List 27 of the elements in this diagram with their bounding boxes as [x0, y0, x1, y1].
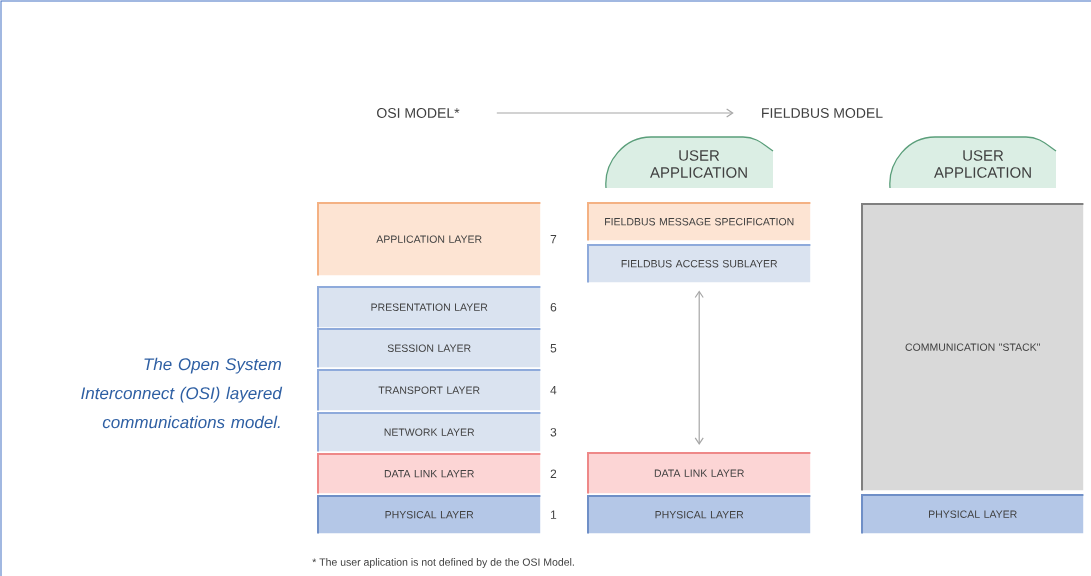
arrow [694, 290, 704, 445]
layer-box: DATA LINK LAYER [317, 453, 542, 495]
layer-number: 4 [550, 386, 557, 395]
layer-box: NETWORK LAYER [317, 412, 542, 453]
layer-number: 5 [550, 344, 557, 353]
arrow [496, 108, 734, 118]
node-label: PRESENTATION LAYER [371, 303, 488, 311]
layer-box: FIELDBUS ACCESS SUBLAYER [587, 244, 812, 284]
layer-box: APPLICATION LAYER [317, 202, 542, 277]
caption: The Open System Interconnect (OSI) layered communications model. [81, 357, 283, 429]
layer-box: TRANSPORT LAYER [317, 369, 542, 412]
layer-number: 1 [551, 510, 557, 519]
heading: FIELDBUS MODEL [762, 108, 883, 118]
layer-box: PRESENTATION LAYER [317, 286, 542, 329]
layer-box: PHYSICAL LAYER [861, 494, 1085, 535]
layer-box: DATA LINK LAYER [587, 452, 812, 495]
heading: OSI MODEL* [377, 108, 460, 118]
footnote: * The user aplication is not defined by de the OSI Model. [312, 558, 574, 568]
layer-number: 6 [550, 302, 557, 312]
layer-box: FIELDBUS MESSAGE SPECIFICATION [587, 202, 812, 242]
layer-box: SESSION LAYER [317, 328, 542, 369]
layer-number: 7 [550, 235, 557, 244]
layer-number: 3 [550, 427, 557, 437]
layer-box: PHYSICAL LAYER [587, 495, 812, 535]
layer-number: 2 [550, 469, 557, 478]
layer-box: COMMUNICATION "STACK" [861, 203, 1085, 492]
layer-box: PHYSICAL LAYER [317, 495, 542, 535]
